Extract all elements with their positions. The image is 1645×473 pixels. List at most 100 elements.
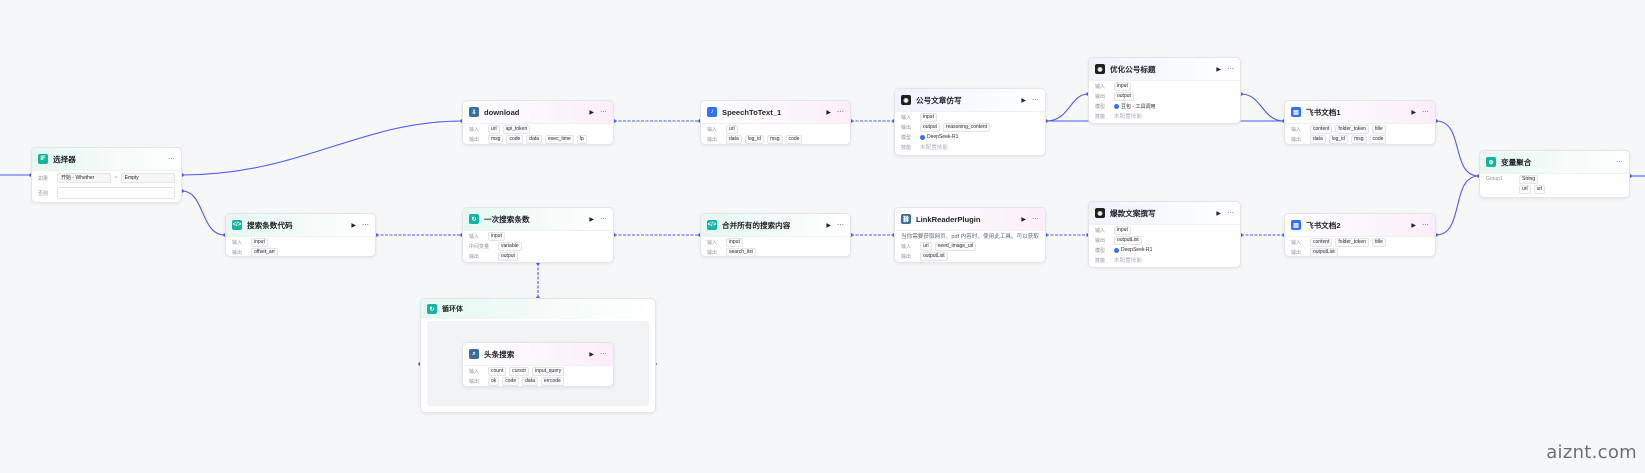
- doc-icon: ▤: [1291, 220, 1301, 230]
- node-title: 合并所有的搜索内容: [722, 220, 791, 230]
- output-tag: outputList: [1114, 235, 1142, 245]
- node-title: 公号文章仿写: [916, 95, 962, 105]
- plugin-icon: ⌕: [469, 349, 479, 359]
- input-tag: url: [920, 241, 932, 251]
- type-tag: String: [1519, 174, 1539, 184]
- else-branch: [57, 187, 175, 199]
- model-icon: [920, 134, 925, 140]
- selector-node[interactable]: IF 选择器 ⋯ 如果 开始 - Whether = Empty 否则: [31, 147, 182, 203]
- run-icon[interactable]: ▶: [1411, 222, 1416, 229]
- output-tag: data: [1310, 134, 1326, 144]
- output-tag: offset_arr: [251, 247, 279, 256]
- output-tag: code: [502, 376, 520, 386]
- more-icon[interactable]: ⋯: [1422, 109, 1429, 116]
- more-icon[interactable]: ⋯: [1616, 159, 1623, 166]
- more-icon[interactable]: ⋯: [1227, 210, 1234, 217]
- run-icon[interactable]: ▶: [826, 222, 831, 229]
- output-tag: output: [1114, 91, 1134, 101]
- output-tag: errcode: [540, 376, 564, 386]
- node-title: SpeechToText_1: [722, 107, 782, 117]
- input-tag: title: [1371, 237, 1386, 247]
- output-tag: outputList: [920, 251, 948, 261]
- code-icon: </>: [232, 220, 242, 230]
- input-tag: title: [1371, 124, 1386, 134]
- output-tag: msg: [488, 134, 504, 144]
- run-icon[interactable]: ▶: [589, 109, 594, 116]
- output-tag: log_id: [744, 134, 765, 144]
- run-icon[interactable]: ▶: [1216, 66, 1221, 73]
- llm-icon: ◉: [901, 95, 911, 105]
- node-title: 选择器: [53, 154, 76, 164]
- plugin-icon: ⛓: [901, 214, 911, 224]
- input-tag: api_token: [502, 124, 531, 134]
- watermark: aiznt.com: [1546, 442, 1637, 463]
- output-tag: code: [1369, 134, 1387, 144]
- condition-left[interactable]: 开始 - Whether: [57, 173, 112, 183]
- more-icon[interactable]: ⋯: [362, 222, 369, 229]
- run-icon[interactable]: ▶: [589, 216, 594, 223]
- output-tag: output: [498, 251, 518, 261]
- node-title: 优化公号标题: [1110, 64, 1156, 74]
- llm-icon: ◉: [1095, 64, 1105, 74]
- node-title: LinkReaderPlugin: [916, 214, 981, 224]
- loop-body-container[interactable]: ↻ 循环体: [420, 298, 656, 413]
- node-description: 当你需要获取网页、pdf 内容时，使用此工具。可以获取url链接...: [901, 234, 1039, 240]
- run-icon[interactable]: ▶: [1021, 97, 1026, 104]
- node-title: 搜索条数代码: [247, 220, 293, 230]
- output-tag: log_id: [1328, 134, 1349, 144]
- node-title: 爆款文案撰写: [1110, 208, 1156, 218]
- input-tag: folder_token: [1335, 124, 1369, 134]
- llm-icon: ◉: [1095, 208, 1105, 218]
- more-icon[interactable]: ⋯: [600, 109, 607, 116]
- more-icon[interactable]: ⋯: [1227, 66, 1234, 73]
- output-tag: data: [522, 376, 538, 386]
- node-title: 飞书文档1: [1306, 107, 1341, 117]
- more-icon[interactable]: ⋯: [1032, 216, 1039, 223]
- run-icon[interactable]: ▶: [826, 109, 831, 116]
- run-icon[interactable]: ▶: [351, 222, 356, 229]
- doc-icon: ▤: [1291, 107, 1301, 117]
- more-icon[interactable]: ⋯: [837, 109, 844, 116]
- input-tag: input_query: [532, 366, 565, 376]
- more-icon[interactable]: ⋯: [600, 216, 607, 223]
- link-reader-node[interactable]: ⛓ LinkReaderPlugin ▶ ⋯ 当你需要获取网页、pdf 内容时，使…: [894, 207, 1046, 263]
- output-tag: exec_time: [545, 134, 574, 144]
- condition-right[interactable]: Empty: [120, 173, 175, 183]
- more-icon[interactable]: ⋯: [837, 222, 844, 229]
- run-icon[interactable]: ▶: [589, 351, 594, 358]
- plugin-icon: ♪: [707, 107, 717, 117]
- more-icon[interactable]: ⋯: [600, 351, 607, 358]
- run-icon[interactable]: ▶: [1021, 216, 1026, 223]
- node-title: 头条搜索: [484, 349, 515, 359]
- run-icon[interactable]: ▶: [1216, 210, 1221, 217]
- more-icon[interactable]: ⋯: [1032, 97, 1039, 104]
- plugin-icon: ⇩: [469, 107, 479, 117]
- output-tag: reasoning_content: [942, 122, 991, 132]
- input-tag: cursor: [509, 366, 530, 376]
- run-icon[interactable]: ▶: [1411, 109, 1416, 116]
- input-tag: url: [488, 124, 500, 134]
- input-tag: input: [488, 231, 505, 241]
- input-tag: content: [1310, 237, 1333, 247]
- output-tag: data: [526, 134, 543, 144]
- output-tag: lp: [576, 134, 587, 144]
- more-icon[interactable]: ⋯: [168, 156, 175, 163]
- aggregate-icon: ⊕: [1486, 157, 1496, 167]
- more-icon[interactable]: ⋯: [1422, 222, 1429, 229]
- output-tag: data: [726, 134, 742, 144]
- output-tag: search_list: [726, 247, 756, 256]
- input-tag: input: [251, 237, 268, 247]
- input-tag: input: [1114, 225, 1131, 235]
